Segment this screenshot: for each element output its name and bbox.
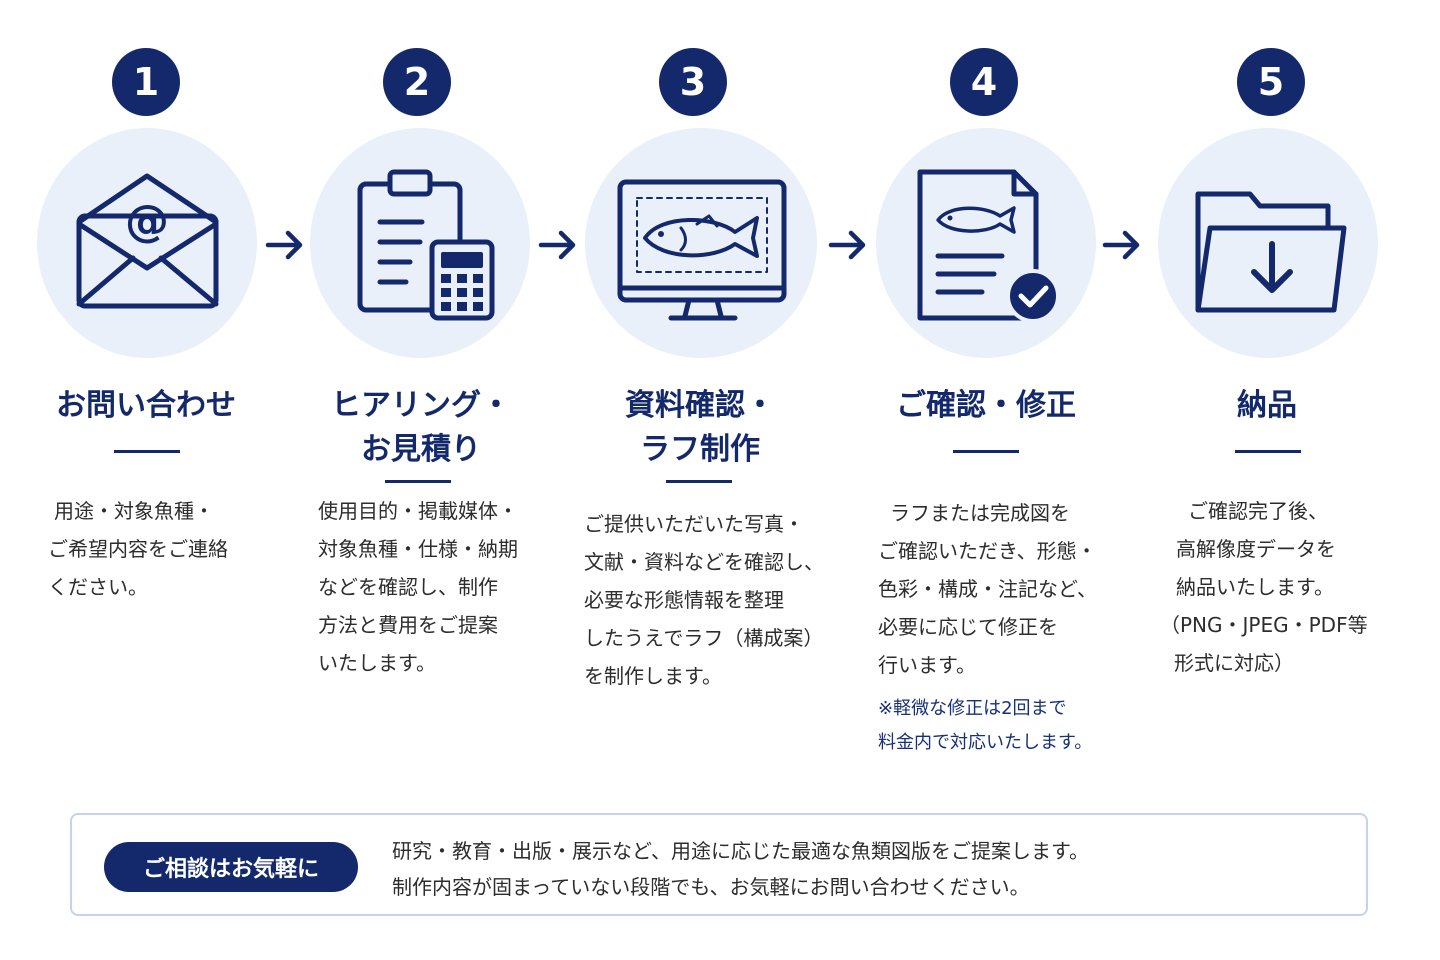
- icon-circle: [585, 128, 817, 358]
- icon-circle: [876, 128, 1096, 358]
- step-title: 納品: [1237, 388, 1297, 423]
- icon-circle: @: [37, 128, 257, 358]
- step-title: ご確認・修正: [896, 388, 1076, 423]
- step-title: ヒアリング・ お見積り: [331, 388, 511, 467]
- step-number-badge: 4: [950, 48, 1018, 116]
- title-underline: [1235, 450, 1301, 453]
- step-title: 資料確認・ ラフ制作: [625, 388, 775, 467]
- revision-note: ※軽微な修正は2回まで 料金内で対応いたします。: [878, 698, 1093, 753]
- folder-download-icon: [1195, 191, 1347, 313]
- consultation-badge: ご相談はお気軽に: [104, 842, 358, 892]
- step-title: お問い合わせ: [56, 388, 236, 423]
- clipboard-calculator-icon: [357, 169, 495, 321]
- step-description: ご確認完了後、 高解像度データを 納品いたします。 （PNG・JPEG・PDF等…: [1160, 499, 1368, 675]
- icon-circle: [310, 128, 530, 358]
- title-underline: [114, 450, 180, 453]
- icon-circle: [1158, 128, 1378, 358]
- step-number-badge: 1: [112, 48, 180, 116]
- title-underline: [666, 480, 732, 483]
- svg-text:@: @: [125, 196, 169, 247]
- step-number-badge: 2: [383, 48, 451, 116]
- document-check-icon: [917, 169, 1060, 323]
- envelope-at-icon: @: [76, 173, 219, 309]
- arrow-right-icon: [1102, 230, 1140, 260]
- step-description: 使用目的・掲載媒体・ 対象魚種・仕様・納期 などを確認し、制作 方法と費用をご提…: [318, 499, 518, 675]
- banner-text-line-2: 制作内容が固まっていない段階でも、お気軽にお問い合わせください。: [392, 875, 1030, 899]
- title-underline: [385, 480, 451, 483]
- step-description: ラフまたは完成図を ご確認いただき、形態・ 色彩・構成・注記など、 必要に応じて…: [878, 501, 1097, 677]
- arrow-right-icon: [828, 230, 866, 260]
- step-number-badge: 5: [1237, 48, 1305, 116]
- step-number-badge: 3: [659, 48, 727, 116]
- title-underline: [953, 450, 1019, 453]
- arrow-right-icon: [538, 230, 576, 260]
- step-description: ご提供いただいた写真・ 文献・資料などを確認し、 必要な形態情報を整理 したうえ…: [584, 512, 824, 688]
- monitor-fish-icon: [617, 179, 787, 321]
- banner-text-line-1: 研究・教育・出版・展示など、用途に応じた最適な魚類図版をご提案します。: [392, 839, 1089, 863]
- step-description: 用途・対象魚種・ ご希望内容をご連絡 ください。: [48, 499, 228, 599]
- consultation-banner: ご相談はお気軽に 研究・教育・出版・展示など、用途に応じた最適な魚類図版をご提案…: [70, 813, 1368, 916]
- arrow-right-icon: [265, 230, 303, 260]
